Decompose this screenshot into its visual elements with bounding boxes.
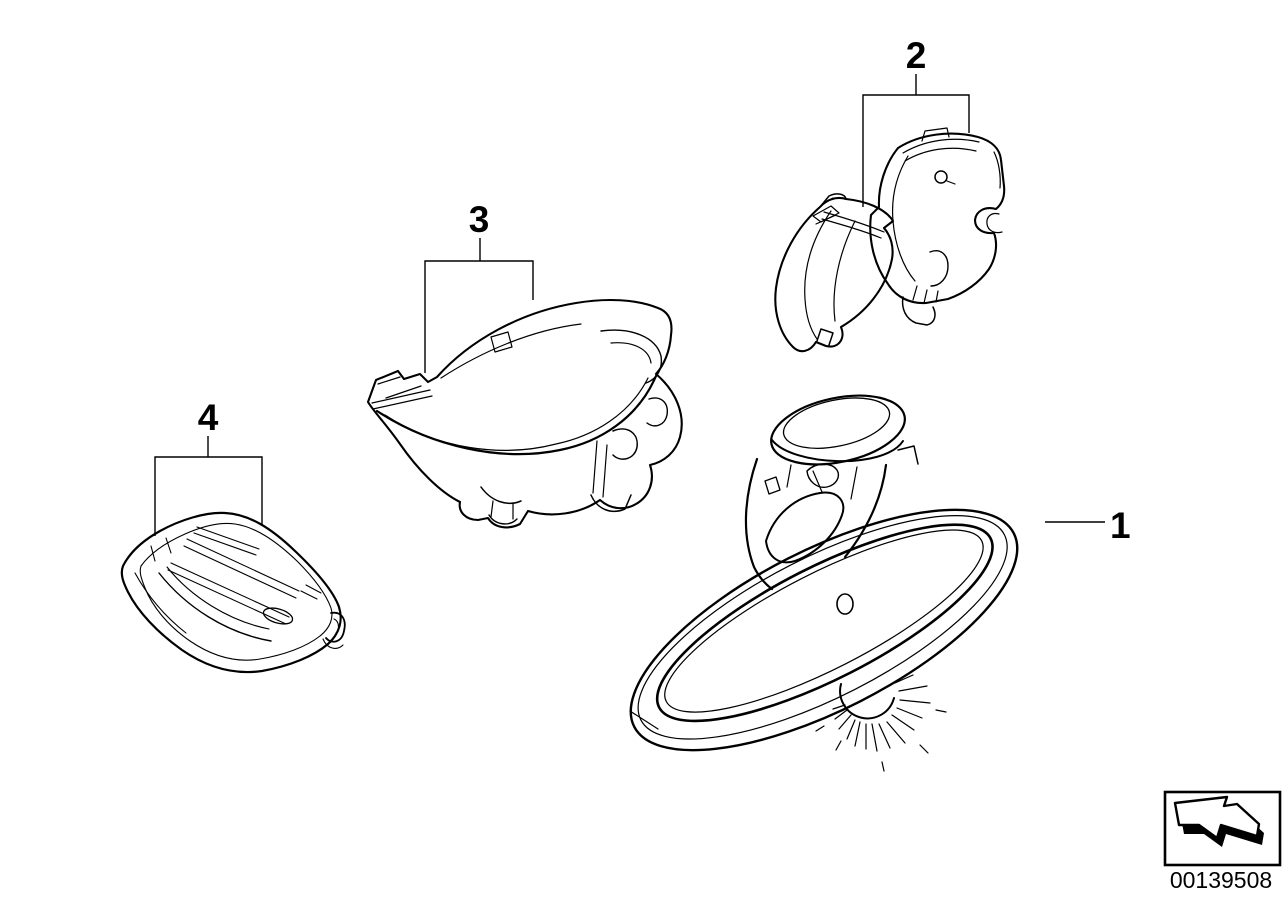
callout-4: 4 bbox=[154, 397, 263, 536]
part-4-lower-cover-tray bbox=[120, 511, 346, 674]
part-2-base-cover-shells bbox=[774, 127, 1006, 353]
callout-4-bracket bbox=[154, 456, 263, 536]
callout-2: 2 bbox=[862, 35, 970, 207]
sensor-dot bbox=[836, 593, 854, 615]
diagram-stamp: 00139508 bbox=[1163, 790, 1282, 893]
callout-3-bracket bbox=[424, 260, 534, 373]
mount-base bbox=[770, 394, 919, 466]
part-1-interior-mirror-assembly bbox=[629, 394, 1019, 772]
callout-2-bracket bbox=[862, 94, 970, 207]
part-3-cover-housing bbox=[366, 298, 683, 529]
callout-4-number[interactable]: 4 bbox=[198, 397, 219, 438]
left-shell bbox=[774, 193, 895, 353]
mirror-body bbox=[629, 508, 1019, 752]
right-shell bbox=[869, 127, 1006, 326]
callout-3: 3 bbox=[424, 199, 534, 373]
light-sensor-rays bbox=[815, 674, 947, 772]
callout-2-number[interactable]: 2 bbox=[906, 35, 927, 76]
mount-arm bbox=[744, 457, 888, 591]
callout-3-number[interactable]: 3 bbox=[469, 199, 490, 240]
callout-1: 1 bbox=[1045, 505, 1131, 546]
direction-arrow-icon bbox=[1173, 795, 1264, 847]
diagram-number: 00139508 bbox=[1170, 867, 1272, 893]
callout-1-number[interactable]: 1 bbox=[1110, 505, 1131, 546]
